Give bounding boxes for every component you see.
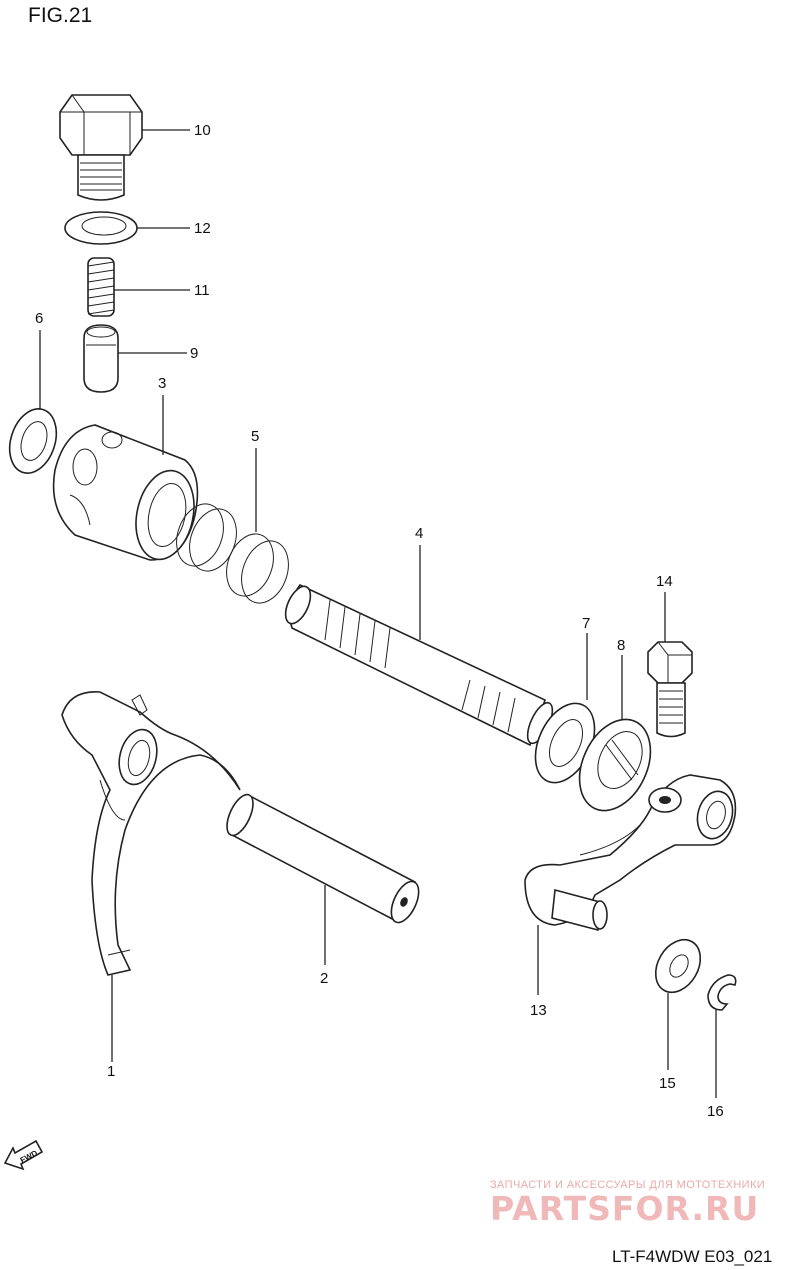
figure-title: FIG.21 — [28, 4, 92, 27]
part-3-cam — [52, 424, 199, 561]
label-7: 7 — [582, 615, 590, 632]
part-16-e-clip — [707, 974, 737, 1011]
label-6: 6 — [35, 310, 43, 327]
label-11: 11 — [194, 282, 210, 299]
part-5-spring — [176, 503, 289, 604]
fwd-arrow-icon: FWD — [3, 1139, 44, 1171]
label-13: 13 — [530, 1002, 547, 1019]
drawing-code: LT-F4WDW E03_021 — [612, 1247, 772, 1266]
label-5: 5 — [251, 428, 259, 445]
part-4-shaft — [284, 583, 554, 747]
label-2: 2 — [320, 970, 328, 987]
label-14: 14 — [656, 573, 673, 590]
label-9: 9 — [190, 345, 198, 362]
part-2-rod — [226, 793, 420, 924]
label-1: 1 — [107, 1063, 115, 1080]
watermark-tagline: ЗАПЧАСТИ И АКСЕССУАРЫ ДЛЯ МОТОТЕХНИКИ — [490, 1179, 765, 1191]
label-15: 15 — [659, 1075, 676, 1092]
part-6-washer — [8, 408, 58, 474]
part-9-pin — [83, 324, 119, 393]
label-12: 12 — [194, 220, 211, 237]
part-15-washer — [654, 938, 702, 994]
part-12-washer — [64, 211, 138, 245]
label-8: 8 — [617, 637, 625, 654]
label-16: 16 — [707, 1103, 724, 1120]
part-8-nut — [578, 718, 652, 812]
label-10: 10 — [194, 122, 211, 139]
watermark-brand: PARTSFOR.RU — [490, 1189, 759, 1228]
part-13-shift-arm — [524, 774, 737, 932]
part-1-shift-fork — [61, 691, 241, 976]
leader-lines — [39, 129, 717, 1098]
part-11-spring — [87, 257, 115, 317]
part-10-hex-bolt — [59, 94, 143, 201]
part-14-bolt — [647, 641, 693, 738]
label-4: 4 — [415, 525, 423, 542]
label-3: 3 — [158, 375, 166, 392]
